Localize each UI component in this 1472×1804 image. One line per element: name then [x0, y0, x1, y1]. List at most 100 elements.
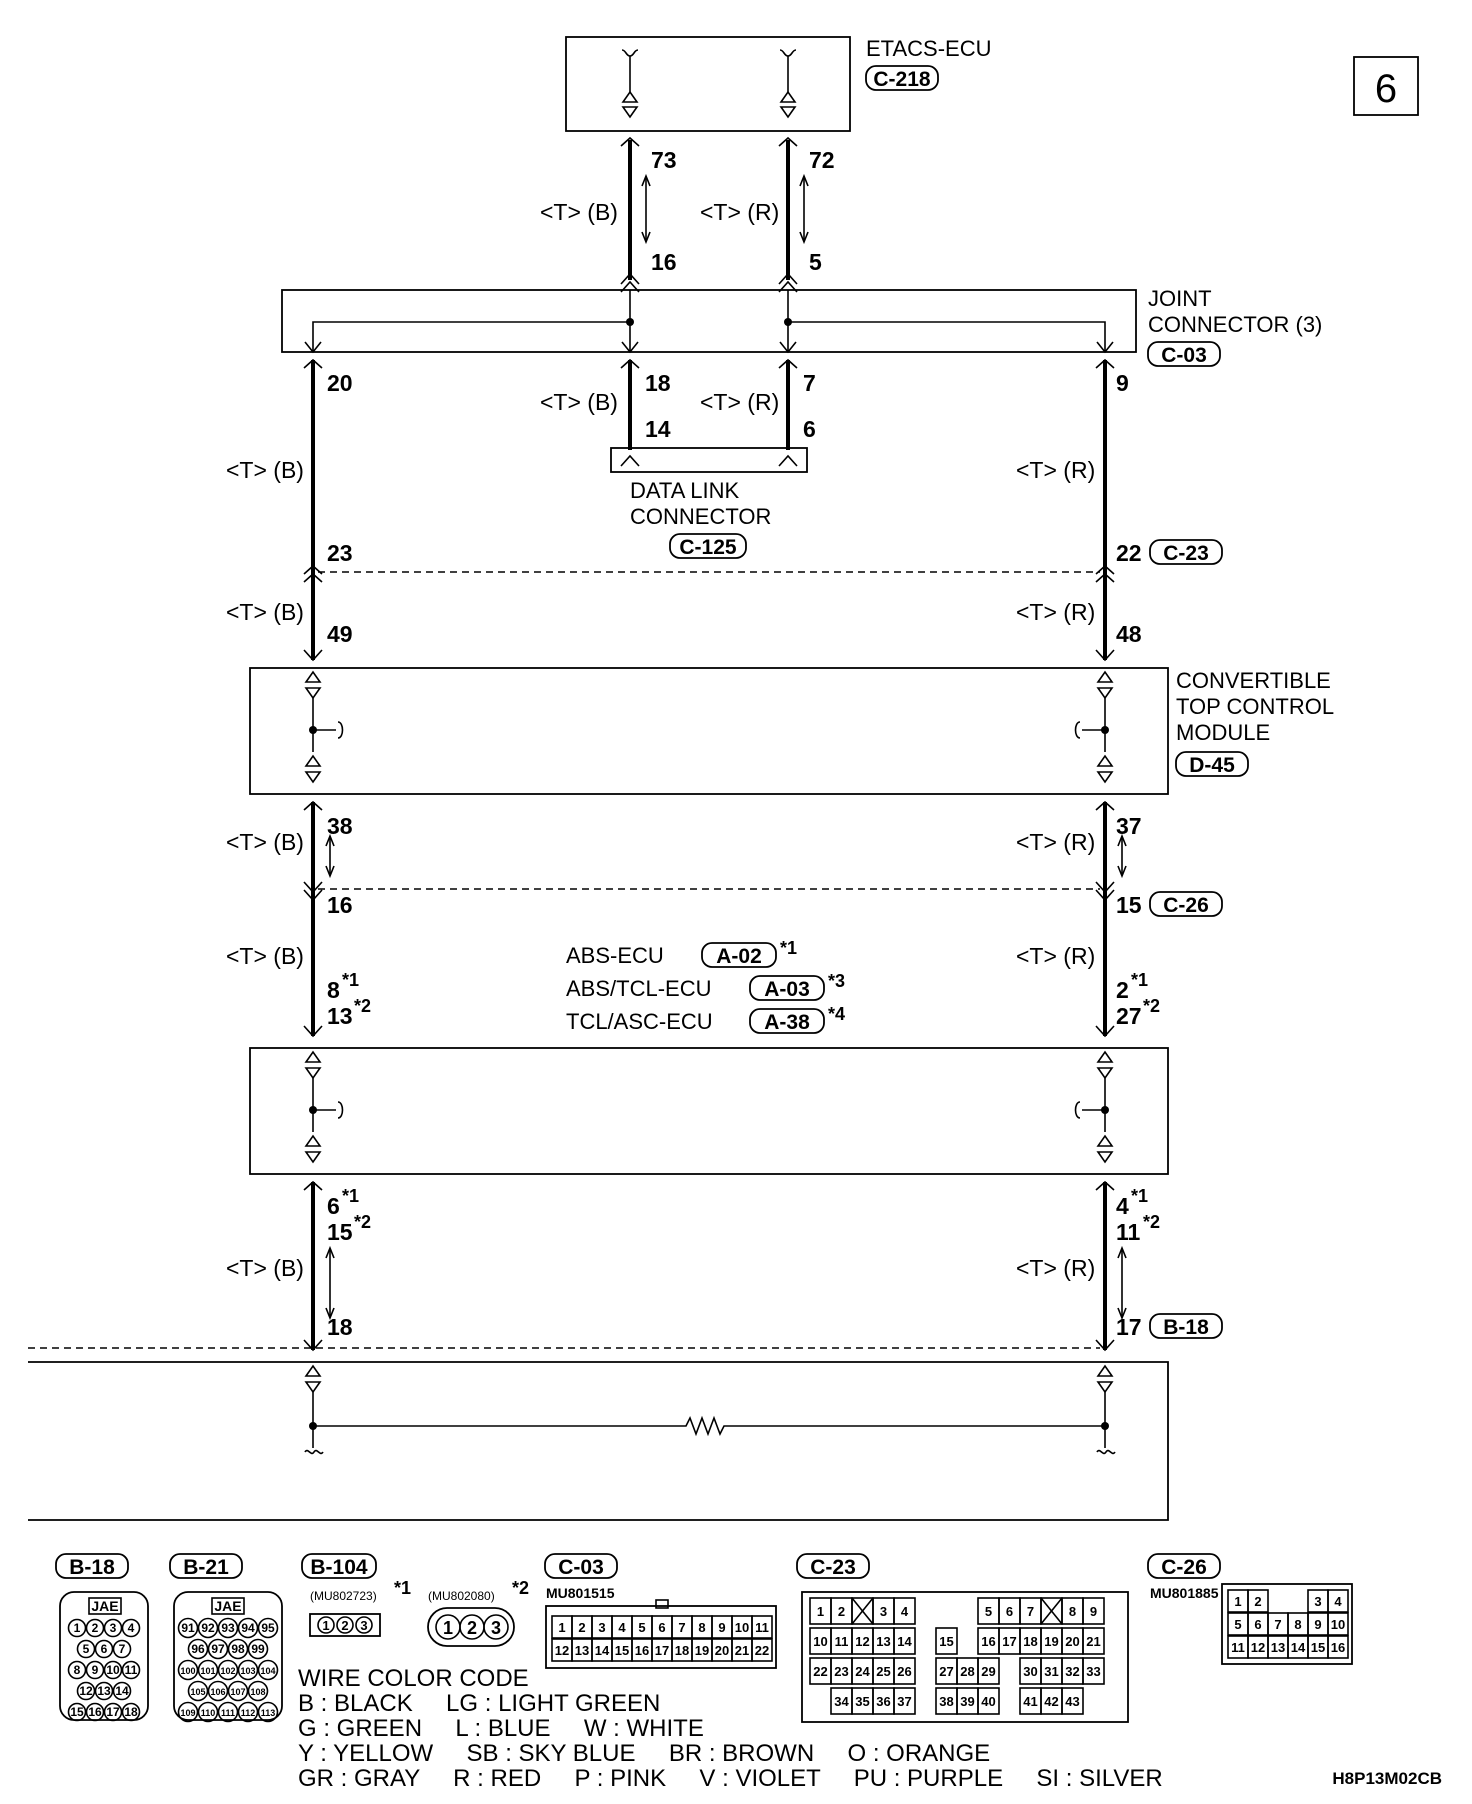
- wire-label-tb-5: <T> (B): [226, 829, 304, 855]
- abs-note: *1: [780, 938, 797, 958]
- b18-pins-pin: 5: [83, 1642, 90, 1656]
- c23-pin: 9: [1090, 1604, 1097, 1619]
- b21-pins-pin: 100: [180, 1666, 195, 1676]
- b18-pins-cell: [103, 1702, 123, 1722]
- c26-pin: 15: [1311, 1640, 1325, 1655]
- c23-blank-cell: [851, 1597, 874, 1625]
- b21-pins-cell: [177, 1659, 199, 1681]
- c23-pin: 27: [939, 1664, 953, 1679]
- c23-pin: 13: [876, 1634, 890, 1649]
- b18-pins-pin: 8: [74, 1663, 81, 1677]
- c23-pin: 32: [1065, 1664, 1079, 1679]
- c03-cell: [751, 1615, 773, 1639]
- page-number-box: 6: [1353, 56, 1419, 116]
- c23-pin: 36: [876, 1694, 890, 1709]
- c23-pin: 39: [960, 1694, 974, 1709]
- c23-pin: 7: [1027, 1604, 1034, 1619]
- dlc-connector-id: C-125: [679, 536, 737, 559]
- b21-pins-cell: [197, 1701, 219, 1723]
- pin-18b: 18: [327, 1314, 353, 1340]
- joint-connector-id: C-03: [1161, 344, 1207, 367]
- c03-pin: 17: [655, 1643, 669, 1658]
- ctcm-connector-id: D-45: [1189, 754, 1235, 777]
- b21-maker: JAE: [214, 1598, 241, 1614]
- c23-pin: 40: [981, 1694, 995, 1709]
- pin-7: 7: [803, 370, 816, 396]
- pin-72: 72: [809, 147, 835, 173]
- c26-pin: 12: [1251, 1640, 1265, 1655]
- b18-pins-cell: [121, 1618, 141, 1638]
- pin-6a: 6: [803, 416, 816, 442]
- wire-label-tb-4: <T> (B): [226, 599, 304, 625]
- c23-pin: 1: [817, 1604, 824, 1619]
- b18-pins-pin: 7: [119, 1642, 126, 1656]
- wire-label-tb-3: <T> (B): [226, 457, 304, 483]
- b21-pins-pin: 111: [221, 1708, 235, 1718]
- c23-pin: 43: [1065, 1694, 1079, 1709]
- note-8: *1: [342, 970, 359, 990]
- c03-part: MU801515: [546, 1585, 615, 1601]
- wire-right-trunk: [1095, 358, 1115, 662]
- c23-pin: 26: [897, 1664, 911, 1679]
- note-2: *1: [1131, 970, 1148, 990]
- pin-16b: 16: [327, 892, 353, 918]
- b18-pins-cell: [76, 1639, 96, 1659]
- b18-pins-pin: 17: [106, 1705, 120, 1719]
- harness-arrow-1: [641, 173, 809, 245]
- c23-id: C-23: [810, 1556, 856, 1579]
- wire-etacs-to-joint-r: [778, 136, 798, 293]
- b18-pins-cell: [76, 1681, 96, 1701]
- b18-pins-cell: [85, 1618, 105, 1638]
- c23-pin: 10: [813, 1634, 827, 1649]
- c23-pin: 41: [1023, 1694, 1037, 1709]
- c26-pin: 5: [1234, 1617, 1241, 1632]
- c26-pin: 9: [1314, 1617, 1321, 1632]
- c23-pin: 42: [1044, 1694, 1058, 1709]
- etacs-ecu-module: ETACS-ECU C-218: [565, 36, 992, 132]
- b104-part2: (MU802080): [428, 1589, 495, 1603]
- note-11: *2: [1143, 1212, 1160, 1232]
- legend-line-4: GR : GRAY R : RED P : PINK V : VIOLET PU…: [298, 1765, 1163, 1792]
- wire-label-tr-2: <T> (R): [700, 389, 779, 415]
- wire-color-code-legend: WIRE COLOR CODE B : BLACK LG : LIGHT GRE…: [298, 1665, 1163, 1792]
- c23-cell: [935, 1627, 958, 1655]
- wire-label-tr-4: <T> (R): [1016, 599, 1095, 625]
- b18-pins-cell: [103, 1618, 123, 1638]
- joint-connector-name-1: JOINT: [1148, 286, 1212, 311]
- b104-b-pin-3: 3: [491, 1618, 501, 1638]
- b21-pins-pin: 95: [261, 1621, 275, 1635]
- c26-pin: 4: [1334, 1594, 1342, 1609]
- b21-pins-cell: [177, 1617, 199, 1639]
- pin-16a: 16: [651, 249, 677, 275]
- abs-ecu-labels: ABS-ECU A-02 *1 ABS/TCL-ECU A-03 *3 TCL/…: [566, 938, 845, 1034]
- b18-pins-pin: 2: [92, 1621, 99, 1635]
- b18-pins-pin: 3: [110, 1621, 117, 1635]
- c26-id: C-26: [1161, 1556, 1207, 1579]
- b21-pins-cell: [237, 1617, 259, 1639]
- c23-pin: 20: [1065, 1634, 1079, 1649]
- c23-pin: 5: [985, 1604, 992, 1619]
- c26-pin: 13: [1271, 1640, 1285, 1655]
- wire-abs-to-bottom-b: [303, 1180, 323, 1352]
- b18-pins-cell: [85, 1660, 105, 1680]
- tcl-asc-note: *4: [828, 1004, 845, 1024]
- c23-pin: 6: [1006, 1604, 1013, 1619]
- c03-pin: 9: [718, 1620, 725, 1635]
- b21-pins-pin: 91: [181, 1621, 195, 1635]
- b104-a-pin-3: 3: [360, 1618, 367, 1633]
- c23-pin: 30: [1023, 1664, 1037, 1679]
- b21-pins-cell: [257, 1701, 279, 1723]
- b21-pins-pin: 105: [190, 1687, 205, 1697]
- c26-pin: 16: [1331, 1640, 1345, 1655]
- b104-a-pin-2: 2: [341, 1618, 348, 1633]
- c23-pin: 28: [960, 1664, 974, 1679]
- wire-label-tr-5: <T> (R): [1016, 829, 1095, 855]
- pin-49: 49: [327, 621, 353, 647]
- c23-pin: 14: [897, 1634, 912, 1649]
- connector-view-b104: B-104 (MU802723) *1 1 2 3 (MU802080) *2 …: [301, 1553, 529, 1647]
- c23-pin: 11: [835, 1634, 849, 1649]
